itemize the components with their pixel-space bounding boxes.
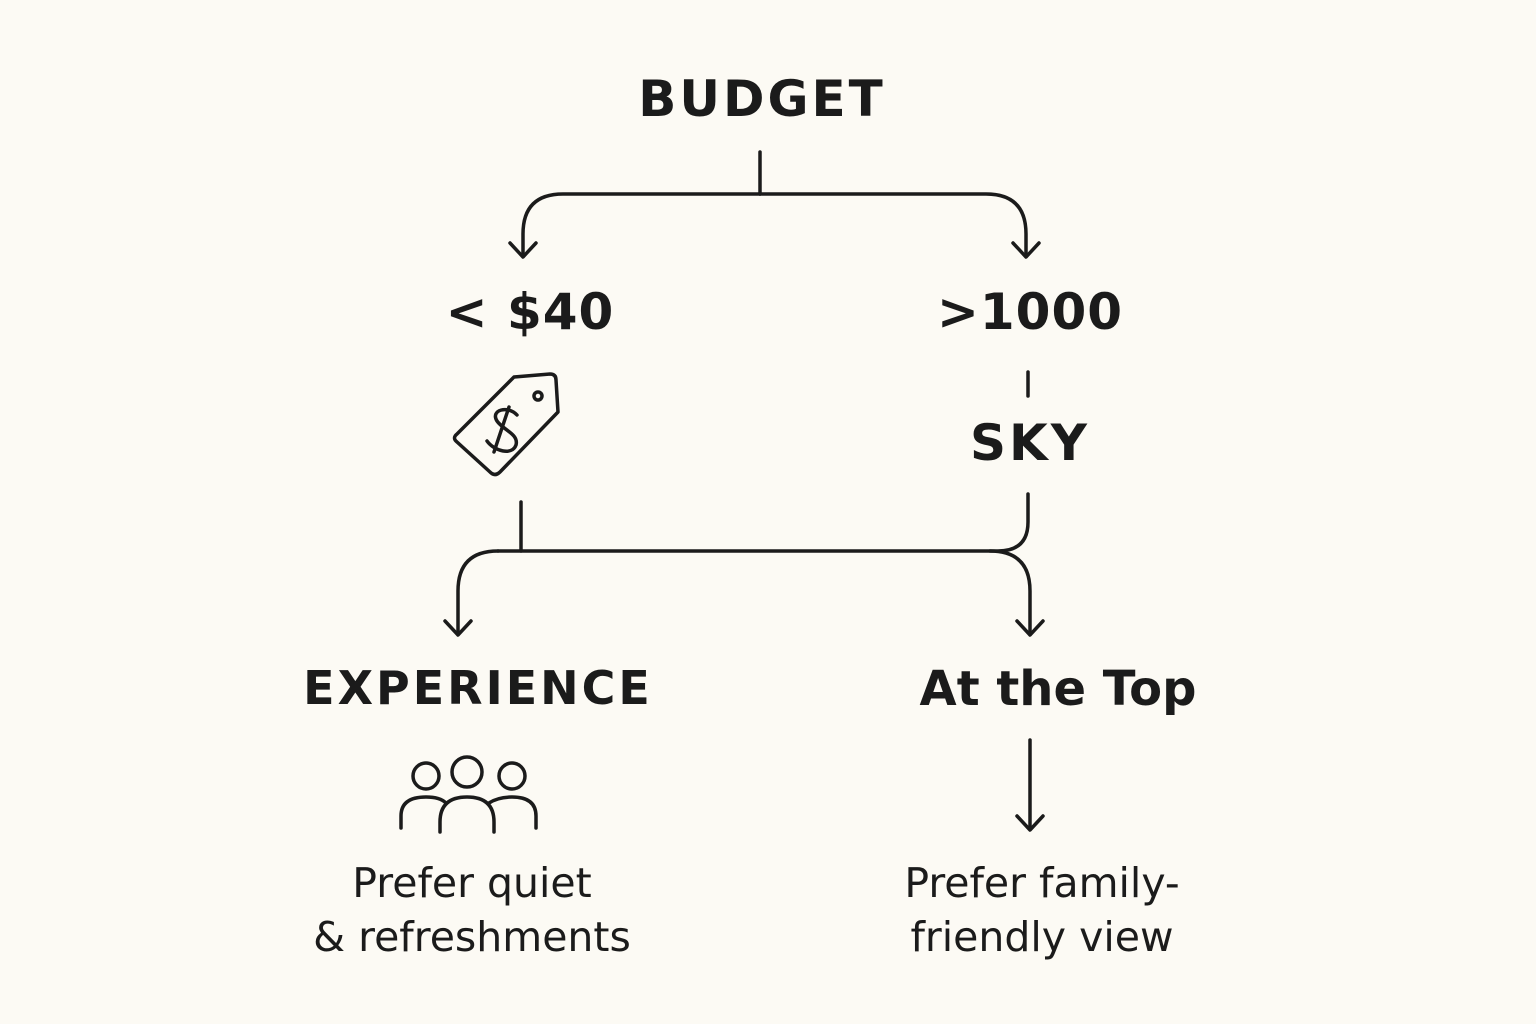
arrowhead-top-desc [1015, 814, 1045, 832]
description-line: friendly view [910, 913, 1174, 961]
branch-left-connector [521, 192, 762, 258]
arrowhead-high [1011, 241, 1041, 259]
outcome-top-label: At the Top [919, 661, 1197, 717]
arrowhead-experience [443, 619, 473, 637]
price-tag-icon [452, 372, 560, 477]
sky-merge-connector [496, 492, 1030, 553]
outcome-experience-description: Prefer quiet & refreshments [262, 856, 682, 964]
branch-low-label: < $40 [445, 283, 615, 341]
outcome-right-connector [988, 549, 1032, 636]
description-line: Prefer family- [904, 859, 1180, 907]
branch-high-sublabel: SKY [970, 414, 1090, 472]
arrowhead-top [1015, 619, 1045, 637]
root-label: BUDGET [638, 70, 886, 128]
arrowhead-low [508, 241, 538, 259]
group-people-icon [399, 755, 538, 834]
description-line: & refreshments [313, 913, 631, 961]
branch-right-connector [758, 192, 1028, 258]
outcome-experience-label: EXPERIENCE [303, 661, 653, 715]
outcome-top-description: Prefer family- friendly view [842, 856, 1242, 964]
branch-high-label: >1000 [936, 283, 1124, 341]
outcome-left-connector [456, 549, 500, 636]
description-line: Prefer quiet [352, 859, 592, 907]
